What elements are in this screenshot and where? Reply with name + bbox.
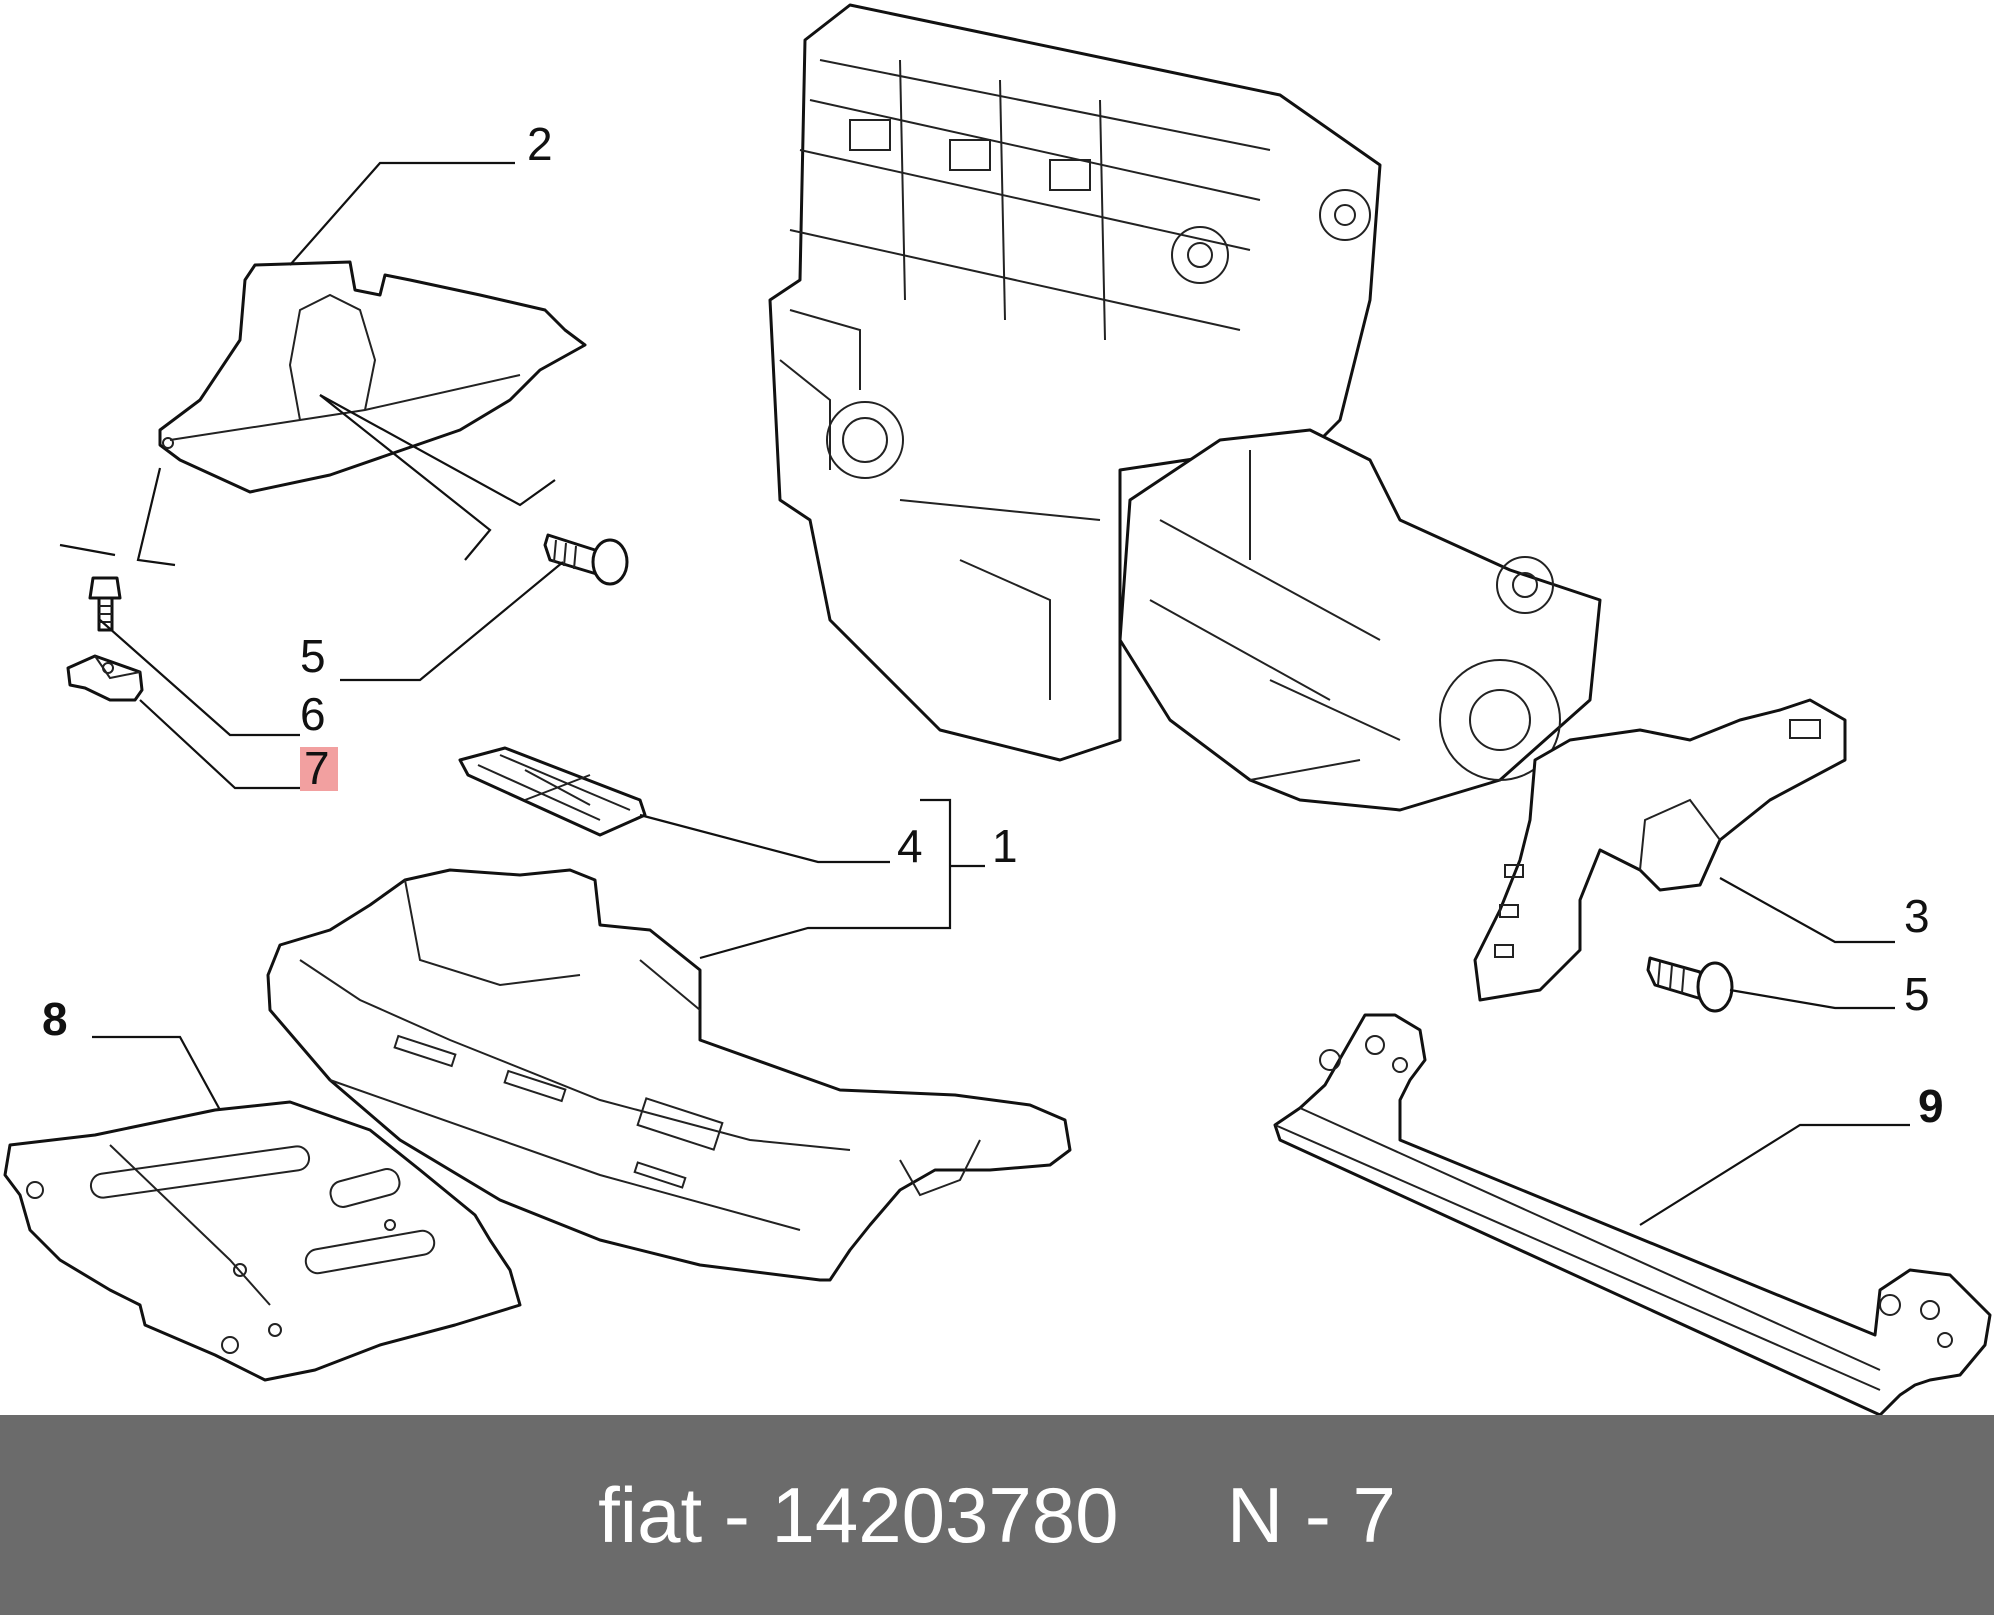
callout-2: 2 — [527, 118, 553, 170]
part-8-lower-plate — [3, 1100, 522, 1382]
callout-labels: 2 5 6 7 4 1 3 5 8 9 — [42, 118, 1944, 1132]
part-3-heat-shield — [1473, 698, 1847, 1002]
footer-bar: fiat - 14203780 N - 7 — [0, 1415, 1994, 1615]
engine-block-illustration — [768, 3, 1382, 762]
part-9-crossmember — [1273, 1013, 1992, 1417]
part-1-underbody-tray — [266, 868, 1072, 1282]
callout-5-left: 5 — [300, 630, 326, 682]
callout-8: 8 — [42, 993, 68, 1045]
part-4-cover-plate — [458, 746, 647, 837]
callout-7: 7 — [304, 742, 330, 794]
highlight-box — [300, 747, 338, 791]
callout-6: 6 — [300, 688, 326, 740]
parts-diagram: 2 5 6 7 4 1 3 5 8 9 — [3, 3, 1992, 1417]
part-6-bolt — [88, 576, 122, 632]
callout-5-right: 5 — [1904, 968, 1930, 1020]
parts-diagram-svg: 2 5 6 7 4 1 3 5 8 9 — [3, 3, 1992, 1417]
part-5-clip-right — [1646, 956, 1734, 1013]
gearbox-illustration — [1118, 428, 1602, 812]
callout-1: 1 — [992, 820, 1018, 872]
part-2-upper-shield — [158, 260, 587, 494]
part-number-caption: fiat - 14203780 N - 7 — [598, 1470, 1396, 1559]
callout-4: 4 — [897, 820, 923, 872]
leader-lines — [59, 161, 1910, 1226]
callout-3: 3 — [1904, 890, 1930, 942]
part-7-clip-nut — [66, 654, 144, 702]
callout-9: 9 — [1918, 1080, 1944, 1132]
part-5-clip-left — [543, 533, 629, 586]
